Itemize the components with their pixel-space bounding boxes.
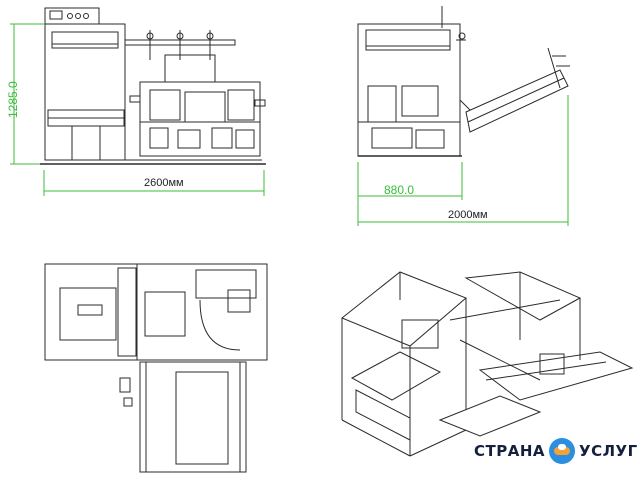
handshake-icon <box>549 438 576 464</box>
isometric-view <box>341 271 634 457</box>
watermark-logo: СТРАНА УСЛУГ <box>474 436 638 466</box>
front-view <box>40 7 266 165</box>
inclined-conveyor <box>465 69 569 133</box>
watermark-left-text: СТРАНА <box>474 442 546 460</box>
total-dimension-label: 2000мм <box>448 209 488 221</box>
iso-top-left <box>341 271 467 347</box>
side-dimensions <box>357 95 569 226</box>
front-dimensions <box>10 23 265 196</box>
top-frame-left <box>44 263 138 361</box>
height-dimension-label: 1285.0 <box>6 81 20 118</box>
depth-dimension-label: 880.0 <box>384 183 414 197</box>
side-view <box>357 6 570 157</box>
iso-conveyor <box>478 351 634 401</box>
side-frame <box>357 23 461 157</box>
watermark-right-text: УСЛУГ <box>579 442 638 460</box>
width-dimension-label: 2600мм <box>144 177 184 189</box>
top-conveyor <box>139 361 247 473</box>
top-view <box>44 263 268 473</box>
